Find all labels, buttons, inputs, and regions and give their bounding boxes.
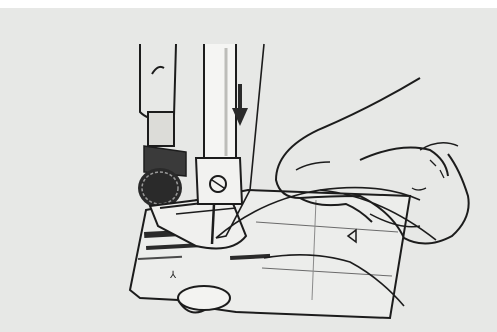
bobbin-cover [177,285,231,311]
threads [215,43,437,307]
presser-foot [148,194,248,250]
presser-bar [139,43,187,177]
down-arrow-icon [232,84,248,126]
plate-mark: ⅄ [170,270,177,281]
hand-illustration [274,77,470,245]
needle-bar [194,44,244,245]
